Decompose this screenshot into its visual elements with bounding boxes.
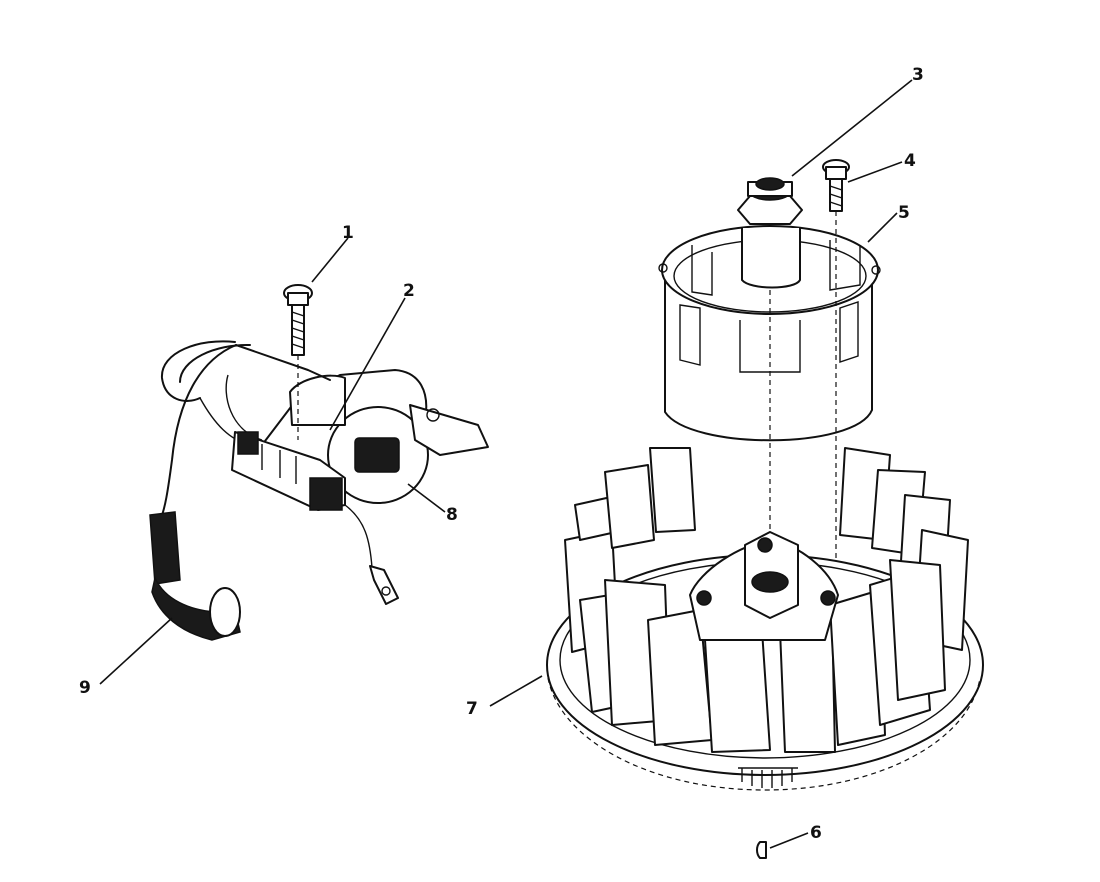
callout-3: 3 (912, 65, 924, 85)
ignition-coil-assembly (149, 284, 489, 641)
callout-5: 5 (898, 203, 910, 223)
callout-1: 1 (342, 223, 354, 243)
callout-4: 4 (904, 151, 916, 171)
callout-7: 7 (466, 699, 478, 719)
callout-9: 9 (79, 678, 91, 698)
coil-mounting-bolt (283, 284, 313, 356)
screen-mounting-screw (822, 159, 850, 212)
flywheel-key (756, 841, 767, 859)
callout-labels: 1 2 3 4 5 6 7 8 9 (79, 65, 924, 843)
flywheel (546, 447, 984, 791)
starter-cup-assembly (658, 159, 881, 590)
callout-2: 2 (403, 281, 415, 301)
callout-6: 6 (810, 823, 822, 843)
callout-8: 8 (446, 505, 458, 525)
leader-lines (99, 79, 913, 849)
flywheel-nut (737, 177, 803, 289)
